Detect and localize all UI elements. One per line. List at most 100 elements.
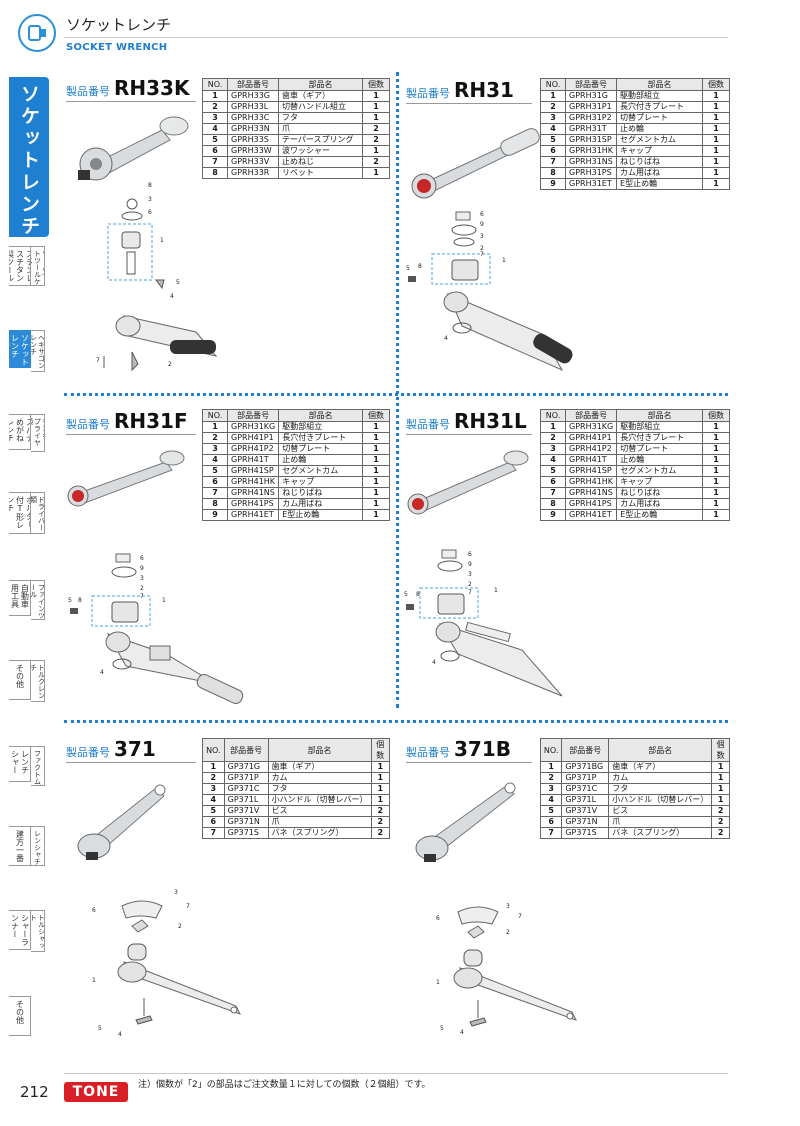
category-tab[interactable]: ヘキサゴンレンチ [31, 330, 45, 372]
rh31-exploded-diagram: 6 9 3 2 7 1 5 8 4 [406, 211, 573, 372]
category-tab[interactable]: ソケットレンチ [9, 330, 31, 368]
rh31l-callout: 7 [468, 589, 472, 596]
product-number-prefix: 製品番号 [66, 746, 110, 759]
rh33k-callout: 1 [160, 237, 164, 244]
part-code: GPRH31G [564, 90, 618, 102]
category-tab-label: レンシャチ [33, 830, 42, 865]
category-tab[interactable]: ステンレスチタン製ツール [9, 246, 31, 286]
part-code: GPRH33G [227, 90, 279, 102]
category-tab-label: シャーランナー [10, 914, 30, 946]
category-tab[interactable]: トルクレンチ [31, 660, 45, 702]
part-no: 1 [540, 421, 566, 433]
category-tab[interactable]: パワーレンチシャーレンチ [9, 746, 31, 782]
part-qty: 1 [702, 134, 730, 146]
col-name-header: 部品名 [278, 78, 363, 91]
category-tab-label: 自動車用工具 [10, 584, 30, 608]
category-tab[interactable]: トルシャット [31, 910, 45, 952]
g371-callout: 3 [174, 889, 178, 896]
category-tab[interactable]: ツールセットツールケース [31, 246, 45, 286]
category-tab[interactable]: ファクトム [31, 746, 45, 786]
part-no: 1 [202, 90, 228, 102]
rh31l-callout: 2 [468, 581, 472, 588]
product-label-rule [406, 434, 532, 435]
category-tab-main[interactable] [9, 77, 49, 237]
rh33k-exploded-diagram: 8 3 6 1 5 4 7 2 [96, 182, 218, 372]
rh31-callout: 4 [444, 335, 448, 342]
product-label-rule [66, 762, 196, 763]
product-model: 371B [454, 737, 511, 761]
g371-callout: 2 [178, 923, 182, 930]
part-qty: 1 [362, 465, 390, 477]
rh31-illustration: 6 9 3 2 7 1 5 8 4 [406, 128, 573, 372]
part-code: GPRH31KG [226, 421, 280, 433]
col-qty-header: 個数 [711, 738, 730, 762]
rh31l-callout: 6 [468, 551, 472, 558]
category-tab-label: ヘキサゴンレンチ [31, 334, 45, 369]
part-code: GP371S [223, 827, 269, 839]
product-label-rule [406, 762, 532, 763]
product-number-prefix: 製品番号 [406, 87, 450, 100]
g371b-callout: 1 [436, 979, 440, 986]
rh33k-callout: 4 [170, 293, 174, 300]
rh33k-product-photo [78, 116, 189, 181]
product-label-rule [406, 103, 532, 104]
part-code: GPRH31KG [564, 421, 618, 433]
rh31f-callout: 3 [140, 575, 144, 582]
g371b-exploded-diagram: 3 7 6 2 1 5 4 [436, 903, 578, 1036]
rh31-callout: 8 [418, 263, 422, 270]
part-code: GP371S [561, 827, 610, 839]
category-tab-label: ドライバー類 [31, 496, 45, 531]
rh31f-callout: 9 [140, 565, 144, 572]
col-qty-header: 個数 [370, 738, 391, 762]
category-tab[interactable]: その他 [9, 996, 31, 1036]
category-tab[interactable]: モンキープライヤ類 [31, 414, 45, 452]
g371b-callout: 6 [436, 915, 440, 922]
rh31l-illustration: 6 9 3 2 7 1 5 8 4 [404, 450, 563, 697]
rh31l-callout: 5 [404, 591, 408, 598]
category-tab[interactable]: ファインツール [31, 580, 45, 620]
category-tab[interactable]: その他 [9, 660, 31, 700]
col-code-header: 部品番号 [564, 78, 618, 91]
g371b-illustration: 3 7 6 2 1 5 4 [415, 782, 578, 1036]
category-tab-label: パワーレンチシャーレンチ [9, 750, 30, 774]
category-tab[interactable]: 自動車用工具 [9, 580, 31, 616]
category-tab[interactable]: ホルダー付T形レンチ [9, 492, 31, 534]
category-tab[interactable]: ドライバー類 [31, 492, 45, 534]
col-name-header: 部品名 [608, 738, 713, 762]
section-divider [64, 720, 728, 723]
part-qty: 1 [362, 167, 390, 179]
part-qty: 2 [711, 827, 730, 839]
table-header-row: NO.部品番号部品名個数 [202, 409, 390, 422]
col-no-header: NO. [202, 78, 228, 91]
col-no-header: NO. [540, 409, 566, 422]
product-label-rule [66, 101, 196, 102]
category-tab[interactable]: 建方一番 [9, 826, 31, 866]
rh31-callout: 1 [502, 257, 506, 264]
rh31f-product-photo [67, 450, 185, 507]
g371-callout: 7 [186, 903, 190, 910]
category-tab[interactable]: スパナめがねレンチ [9, 414, 31, 450]
category-tab[interactable]: シャーランナー [9, 910, 31, 950]
header-divider [64, 37, 728, 38]
product-number-prefix: 製品番号 [406, 746, 450, 759]
footnote: 注）個数が「2」の部品はご注文数量１に対しての個数（２個組）です。 [138, 1080, 431, 1090]
category-tab[interactable]: レンシャチ [31, 826, 45, 866]
part-no: 1 [540, 90, 566, 102]
category-tab-label: ファインツール [31, 584, 45, 619]
product-model: RH31L [454, 409, 527, 433]
category-tab-label: ステンレスチタン製ツール [9, 250, 31, 282]
page-subtitle: SOCKET WRENCH [66, 42, 168, 53]
rh31f-exploded-diagram: 6 9 3 2 7 1 5 8 4 [68, 553, 244, 705]
part-name: 駆動部組立 [616, 421, 703, 433]
g371-illustration: 3 7 6 2 1 5 4 [77, 784, 242, 1038]
